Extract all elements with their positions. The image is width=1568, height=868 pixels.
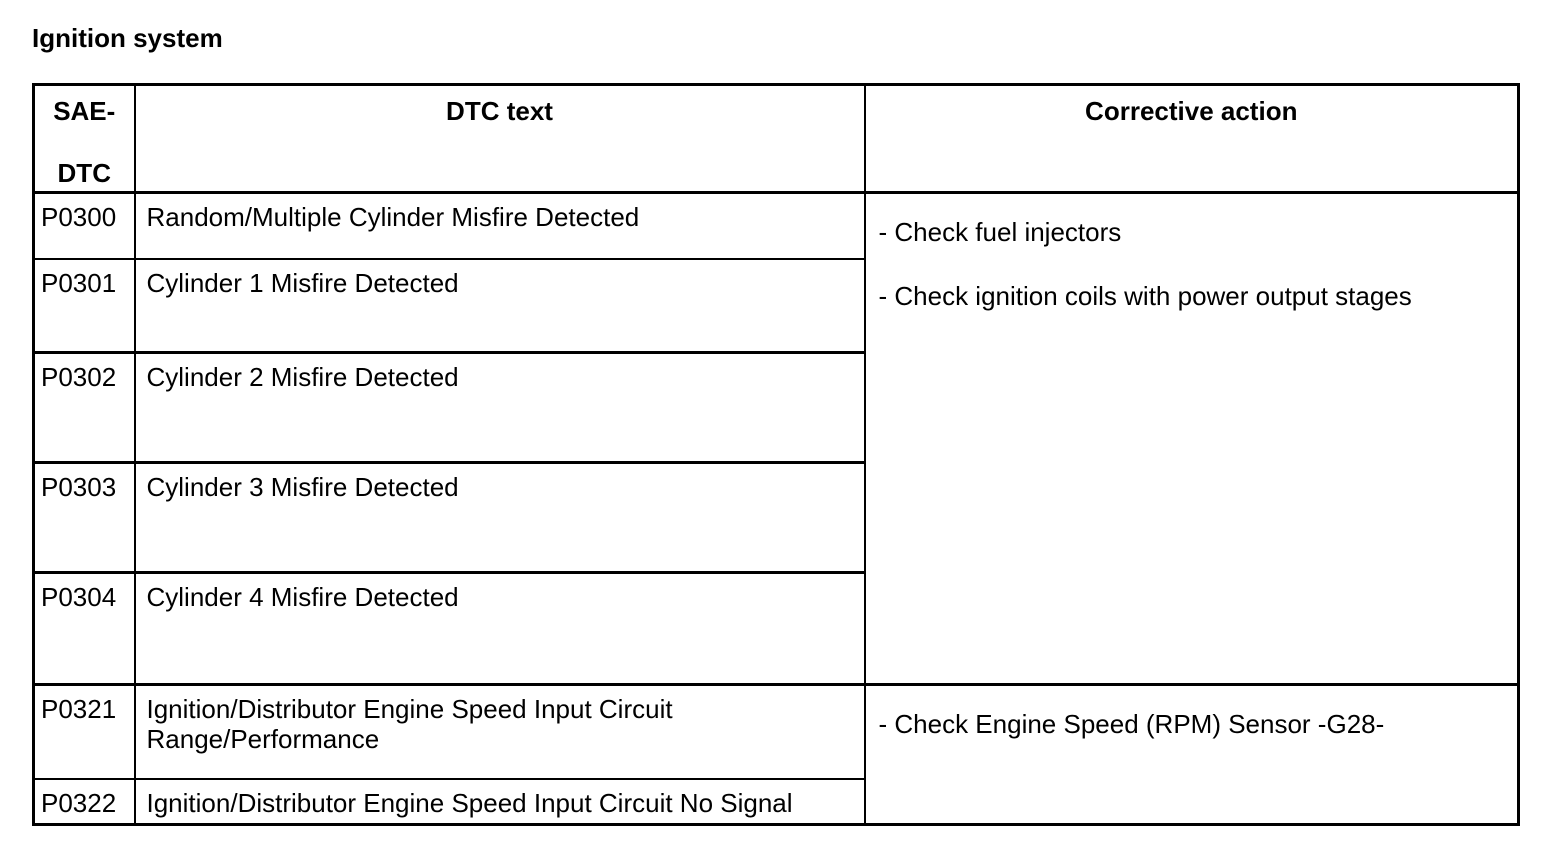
corrective-action-cell-speed-sensor: - Check Engine Speed (RPM) Sensor -G28- <box>863 683 1520 826</box>
dtc-code-cell: P0321 <box>32 683 136 780</box>
dtc-code-cell: P0304 <box>32 571 136 686</box>
table-row-p0301: P0301 Cylinder 1 Misfire Detected <box>32 257 1519 354</box>
page-title: Ignition system <box>32 23 223 53</box>
corrective-action-cell-misfire: - Check fuel injectors - Check ignition … <box>863 191 1520 686</box>
corrective-action-item: - Check ignition coils with power output… <box>878 281 1412 311</box>
dtc-text-cell: Cylinder 3 Misfire Detected <box>133 461 866 574</box>
table-header-row: SAE- DTC DTC text Corrective action <box>32 83 1520 194</box>
header-corrective-action: Corrective action <box>863 83 1520 194</box>
table-row-p0322: P0322 Ignition/Distributor Engine Speed … <box>32 777 1519 826</box>
dtc-text-cell: Ignition/Distributor Engine Speed Input … <box>133 777 866 826</box>
dtc-text-cell: Ignition/Distributor Engine Speed Input … <box>133 683 866 780</box>
header-dtc-text: DTC text <box>133 83 866 194</box>
table-row-p0300: P0300 Random/Multiple Cylinder Misfire D… <box>32 191 1520 686</box>
dtc-code-cell: P0301 <box>32 257 136 354</box>
table-row-p0303: P0303 Cylinder 3 Misfire Detected <box>32 461 1519 574</box>
dtc-code-cell: P0300 <box>32 191 136 260</box>
header-sae-dtc-line2: DTC <box>57 158 111 188</box>
table-row-p0302: P0302 Cylinder 2 Misfire Detected <box>32 351 1519 464</box>
dtc-text-cell: Cylinder 2 Misfire Detected <box>133 351 866 464</box>
corrective-action-item: - Check Engine Speed (RPM) Sensor -G28- <box>878 709 1385 739</box>
dtc-code-cell: P0303 <box>32 461 136 574</box>
table-row-p0321: P0321 Ignition/Distributor Engine Speed … <box>32 683 1520 826</box>
dtc-text-cell: Random/Multiple Cylinder Misfire Detecte… <box>133 191 866 260</box>
header-sae-dtc: SAE- DTC <box>32 83 136 194</box>
table-row-p0304: P0304 Cylinder 4 Misfire Detected <box>32 571 1519 686</box>
dtc-code-cell: P0322 <box>32 777 136 826</box>
header-sae-dtc-line1: SAE- <box>53 96 116 126</box>
dtc-table: SAE- DTC DTC text Corrective action P030… <box>32 83 1520 826</box>
dtc-code-cell: P0302 <box>32 351 136 464</box>
corrective-action-item: - Check fuel injectors <box>878 217 1122 247</box>
dtc-text-cell: Cylinder 4 Misfire Detected <box>133 571 866 686</box>
dtc-text-cell: Cylinder 1 Misfire Detected <box>133 257 866 354</box>
